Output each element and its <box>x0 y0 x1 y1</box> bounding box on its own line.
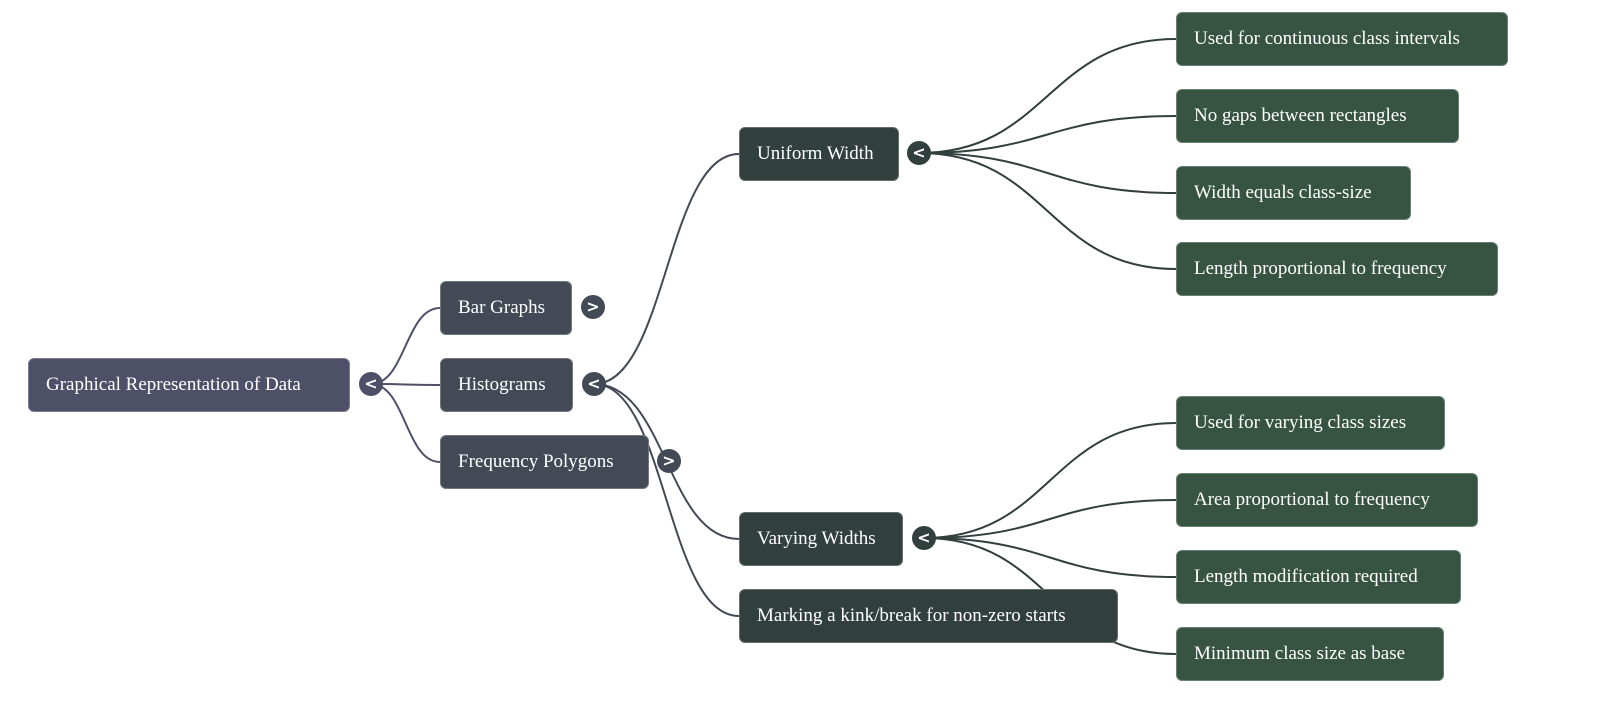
expand-icon[interactable]: > <box>581 295 605 319</box>
expand-icon[interactable]: > <box>657 449 681 473</box>
node-label: No gaps between rectangles <box>1194 105 1407 126</box>
node-label: Used for varying class sizes <box>1194 412 1407 433</box>
node-label: Used for continuous class intervals <box>1194 28 1460 49</box>
node-label: Histograms <box>458 374 546 395</box>
collapse-icon[interactable]: < <box>582 372 606 396</box>
leaf-node[interactable]: Minimum class size as base <box>1176 627 1444 681</box>
node-label: Uniform Width <box>757 143 874 164</box>
node-label: Width equals class-size <box>1194 182 1372 203</box>
root-node[interactable]: Graphical Representation of Data <box>28 358 350 412</box>
leaf-node[interactable]: Length proportional to frequency <box>1176 242 1498 296</box>
node-label: Area proportional to frequency <box>1194 489 1430 510</box>
collapse-icon[interactable]: < <box>907 141 931 165</box>
connector-root-freq <box>370 383 441 463</box>
leaf-node[interactable]: Length modification required <box>1176 550 1461 604</box>
node-label: Length modification required <box>1194 566 1418 587</box>
node-bar-graphs[interactable]: Bar Graphs <box>440 281 572 335</box>
node-label: Bar Graphs <box>458 297 546 318</box>
connector-uniform-u2 <box>918 115 1177 154</box>
connector-root-bar <box>370 307 441 385</box>
node-label: Length proportional to frequency <box>1194 258 1447 279</box>
connector-uniform-u4 <box>918 152 1177 270</box>
leaf-node[interactable]: Area proportional to frequency <box>1176 473 1478 527</box>
node-varying-widths[interactable]: Varying Widths <box>739 512 903 566</box>
node-frequency-polygons[interactable]: Frequency Polygons <box>440 435 649 489</box>
leaf-node[interactable]: Used for continuous class intervals <box>1176 12 1508 66</box>
node-uniform-width[interactable]: Uniform Width <box>739 127 899 181</box>
node-marking-kink-break[interactable]: Marking a kink/break for non-zero starts <box>739 589 1118 643</box>
connector-varying-v3 <box>923 537 1177 578</box>
leaf-node[interactable]: Used for varying class sizes <box>1176 396 1445 450</box>
connector-hist-kink <box>593 383 740 617</box>
connector-uniform-u1 <box>918 38 1177 154</box>
leaf-node[interactable]: Width equals class-size <box>1176 166 1411 220</box>
node-label: Graphical Representation of Data <box>46 374 301 395</box>
connector-uniform-u3 <box>918 152 1177 194</box>
node-label: Marking a kink/break for non-zero starts <box>757 605 1066 626</box>
node-label: Frequency Polygons <box>458 451 614 472</box>
node-label: Varying Widths <box>757 528 876 549</box>
node-histograms[interactable]: Histograms <box>440 358 573 412</box>
connector-varying-v1 <box>923 422 1177 539</box>
connector-varying-v2 <box>923 499 1177 539</box>
collapse-icon[interactable]: < <box>359 372 383 396</box>
leaf-node[interactable]: No gaps between rectangles <box>1176 89 1459 143</box>
collapse-icon[interactable]: < <box>912 526 936 550</box>
node-label: Minimum class size as base <box>1194 643 1406 664</box>
connector-hist-uniform <box>593 153 740 385</box>
